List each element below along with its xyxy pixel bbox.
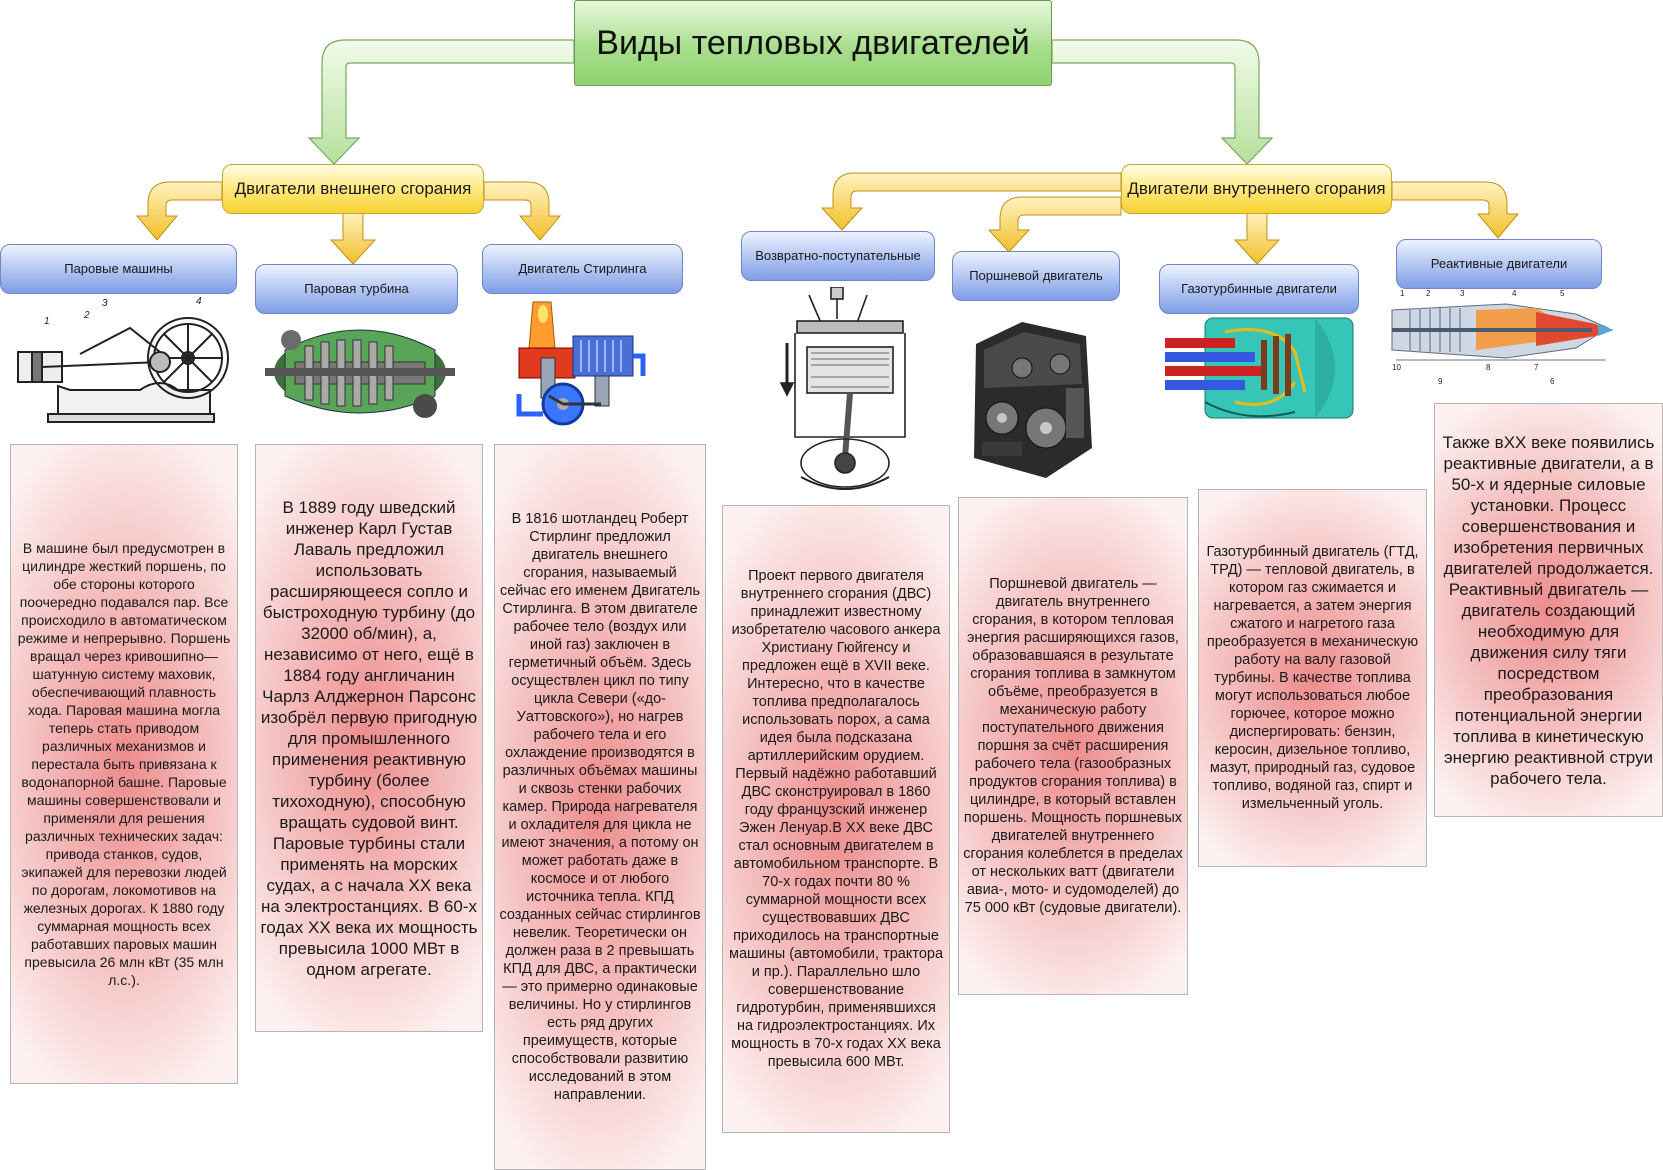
description-text: Газотурбинный двигатель (ГТД, ТРД) — теп… xyxy=(1206,544,1419,812)
description-reciprocating: Проект первого двигателя внутреннего сго… xyxy=(722,505,950,1133)
type-reciprocating: Возвратно-поступательные xyxy=(741,231,935,281)
type-gas-turbine: Газотурбинные двигатели xyxy=(1159,264,1359,314)
description-stirling-engine: В 1816 шотландец Роберт Стирлинг предлож… xyxy=(494,444,706,1170)
arrow-internal-to-piston xyxy=(987,196,1122,253)
figure-label: 1 xyxy=(1400,289,1405,298)
jet-engine-illustration: 1 2 3 4 5 10 9 8 7 6 xyxy=(1391,289,1614,386)
type-steam-turbine: Паровая турбина xyxy=(255,264,458,314)
figure-label: 1 xyxy=(44,316,50,327)
arrow-external-to-stirling xyxy=(483,181,562,241)
figure-label: 10 xyxy=(1392,363,1401,372)
figure-label: 6 xyxy=(1550,377,1555,386)
steam-turbine-illustration xyxy=(265,329,455,418)
type-stirling-engine: Двигатель Стирлинга xyxy=(482,244,683,294)
figure-label: 3 xyxy=(102,298,108,309)
figure-label: 5 xyxy=(1560,289,1565,298)
description-text: В машине был предусмотрен в цилиндре жес… xyxy=(17,540,231,988)
description-steam-machines: В машине был предусмотрен в цилиндре жес… xyxy=(10,444,238,1084)
description-text: Поршневой двигатель — двигатель внутренн… xyxy=(963,576,1183,916)
description-steam-turbine: В 1889 году шведский инженер Карл Густав… xyxy=(255,444,483,1032)
reciprocating-engine-illustration xyxy=(779,287,906,490)
type-jet-engine: Реактивные двигатели xyxy=(1396,239,1602,289)
description-piston-engine: Поршневой двигатель — двигатель внутренн… xyxy=(958,497,1188,995)
figure-label: 2 xyxy=(1426,289,1431,298)
figure-label: 8 xyxy=(1486,363,1491,372)
piston-engine-illustration xyxy=(974,322,1092,478)
steam-machine-illustration: 1 2 3 4 xyxy=(17,296,229,423)
figure-label: 3 xyxy=(1460,289,1465,298)
category-internal-combustion: Двигатели внутреннего сгорания xyxy=(1121,164,1392,214)
description-jet-engine: Также вXX веке появились реактивные двиг… xyxy=(1434,403,1663,817)
category-external-combustion: Двигатели внешнего сгорания xyxy=(222,164,484,214)
arrow-title-to-internal xyxy=(1051,39,1274,165)
arrow-external-to-steam-machines xyxy=(135,181,223,241)
arrow-title-to-external xyxy=(307,39,575,165)
figure-label: 4 xyxy=(196,296,202,307)
arrow-internal-to-gas-turbine xyxy=(1233,211,1281,265)
description-text: Проект первого двигателя внутреннего сго… xyxy=(728,568,944,1070)
description-text: В 1889 году шведский инженер Карл Густав… xyxy=(260,497,478,979)
arrow-internal-to-jet xyxy=(1391,181,1520,239)
description-gas-turbine: Газотурбинный двигатель (ГТД, ТРД) — теп… xyxy=(1198,489,1427,867)
type-piston-engine: Поршневой двигатель xyxy=(952,251,1120,301)
arrow-internal-to-reciprocating xyxy=(820,172,1122,231)
stirling-engine-illustration xyxy=(516,301,646,426)
description-text: В 1816 шотландец Роберт Стирлинг предлож… xyxy=(499,511,701,1103)
figure-label: 7 xyxy=(1534,363,1539,372)
figure-label: 4 xyxy=(1512,289,1517,298)
figure-label: 9 xyxy=(1438,377,1443,386)
type-steam-machines: Паровые машины xyxy=(0,244,237,294)
gas-turbine-illustration xyxy=(1165,317,1354,419)
arrow-external-to-steam-turbine xyxy=(329,211,377,265)
description-text: Также вXX веке появились реактивные двиг… xyxy=(1442,432,1655,788)
figure-label: 2 xyxy=(83,310,90,321)
page-title: Виды тепловых двигателей xyxy=(574,0,1052,86)
